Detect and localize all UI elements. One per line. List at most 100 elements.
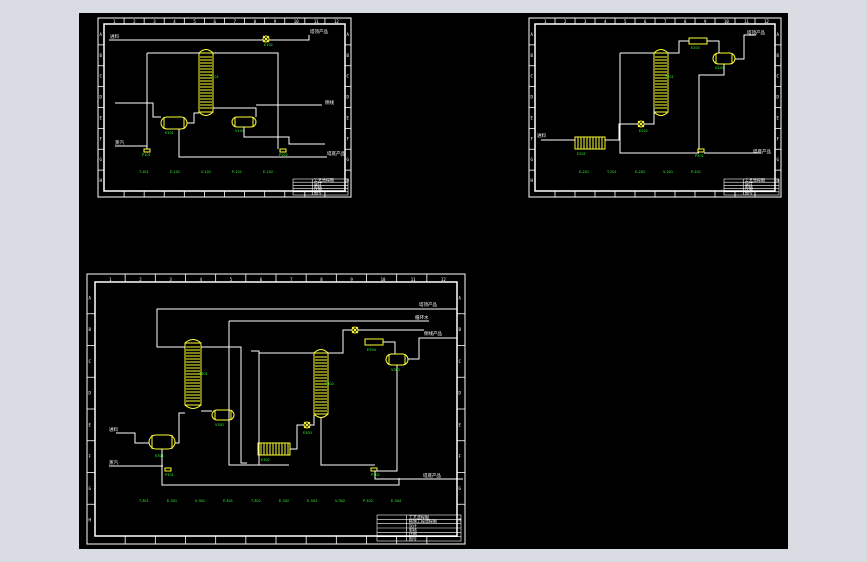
equipment-tag: E302 (261, 458, 270, 462)
border-letter: E (531, 115, 534, 120)
stream-label: 进料 (110, 33, 119, 40)
title-block-text: 设计 (314, 180, 322, 186)
border-letter: A (100, 32, 103, 37)
border-letter: F (100, 136, 103, 141)
border-letter: E (89, 422, 92, 427)
title-block (723, 178, 780, 196)
pipe-route (707, 40, 720, 53)
equipment-tag: V301 (215, 423, 224, 427)
column-head (653, 111, 669, 116)
equipment-label: V-302 (335, 499, 345, 503)
cooler-mark (303, 421, 311, 429)
border-letter: D (531, 95, 534, 100)
title-block-text: 比例 (745, 186, 753, 192)
equipment-tag: E203 (691, 46, 700, 50)
equipment-tag: E301 (155, 454, 164, 458)
drum-e301 (148, 434, 176, 450)
border-number: 11 (314, 19, 319, 24)
pipe-route (175, 412, 185, 444)
equipment-tag: P301 (165, 473, 174, 477)
pipe-route (328, 329, 352, 354)
cooler-mark (262, 35, 270, 43)
border-number: 1 (109, 277, 112, 282)
pump-p301 (164, 467, 172, 472)
equipment-label: P-301 (223, 499, 233, 503)
border-letter: B (89, 327, 92, 332)
stream-label: 侧线产品 (424, 330, 442, 337)
stream-label: 进料 (109, 426, 118, 433)
pipe-route (213, 107, 257, 117)
equipment-tag: E102 (264, 43, 273, 47)
pipe-route (698, 64, 725, 149)
pump-p101 (143, 148, 151, 153)
title-block-text: 图号 (409, 535, 417, 541)
border-letter: G (777, 157, 780, 162)
equipment-label: T-301 (138, 499, 149, 503)
border-number: 8 (684, 19, 687, 24)
column-head (653, 49, 669, 54)
title-block-text: 工艺流程图 (745, 176, 765, 182)
equipment-tag: E303 (303, 431, 312, 435)
pipe-route (290, 424, 304, 450)
border-letter: B (777, 53, 780, 58)
equipment-label: P-302 (363, 499, 373, 503)
border-number: 2 (139, 277, 142, 282)
equipment-label: E-102 (263, 170, 273, 174)
condenser-e304 (364, 338, 384, 346)
pipe-route (375, 365, 398, 472)
border-number: 1 (544, 19, 547, 24)
border-number: 11 (744, 19, 749, 24)
pipe-route (228, 321, 289, 466)
border-letter: F (777, 136, 780, 141)
equipment-label: E-101 (170, 170, 180, 174)
equipment-tag: E304 (367, 348, 377, 352)
border-letter: A (531, 32, 534, 37)
stream-label: 进料 (537, 132, 546, 139)
border-letter: D (347, 95, 350, 100)
drum-v301 (211, 409, 235, 421)
stream-label: 循环水 (415, 314, 429, 321)
border-letter: C (777, 74, 780, 79)
equipment-label: V-301 (195, 499, 205, 503)
drum-v101 (231, 116, 257, 128)
cooler-mark (637, 120, 645, 128)
border-letter: E (777, 115, 780, 120)
border-letter: G (100, 157, 103, 162)
border-letter: A (89, 295, 92, 300)
stream-label: 蒸汽 (115, 139, 124, 146)
equipment-tag: E202 (639, 129, 648, 133)
border-number: 5 (193, 19, 196, 24)
border-number: 3 (153, 19, 156, 24)
border-number: 7 (290, 277, 293, 282)
border-number: 9 (350, 277, 353, 282)
cooler-e102 (262, 35, 270, 43)
border-number: 7 (664, 19, 667, 24)
pipe-route (213, 52, 279, 149)
equipment-label: E-303 (307, 499, 317, 503)
border-letter: E (459, 422, 462, 427)
border-letter: A (459, 295, 462, 300)
pump-p302 (370, 467, 378, 472)
border-number: 5 (624, 19, 627, 24)
border-letter: H (100, 178, 103, 183)
border-letter: G (89, 486, 92, 491)
pipe-route (115, 102, 161, 118)
pipe-route (251, 350, 260, 465)
equipment-label: T-201 (606, 170, 617, 174)
pipe-route (619, 53, 699, 154)
column-head (198, 49, 214, 54)
border-letter: H (89, 518, 92, 523)
column-head (313, 413, 329, 418)
border-number: 10 (294, 19, 299, 24)
pipe-route (644, 108, 655, 125)
border-number: 9 (704, 19, 707, 24)
pipe-route (269, 35, 310, 41)
border-number: 2 (133, 19, 136, 24)
title-block-text: 审核 (745, 183, 753, 189)
pipe-route (178, 129, 327, 158)
border-number: 4 (604, 19, 607, 24)
equipment-tag: V201 (715, 66, 724, 70)
border-letter: B (459, 327, 462, 332)
